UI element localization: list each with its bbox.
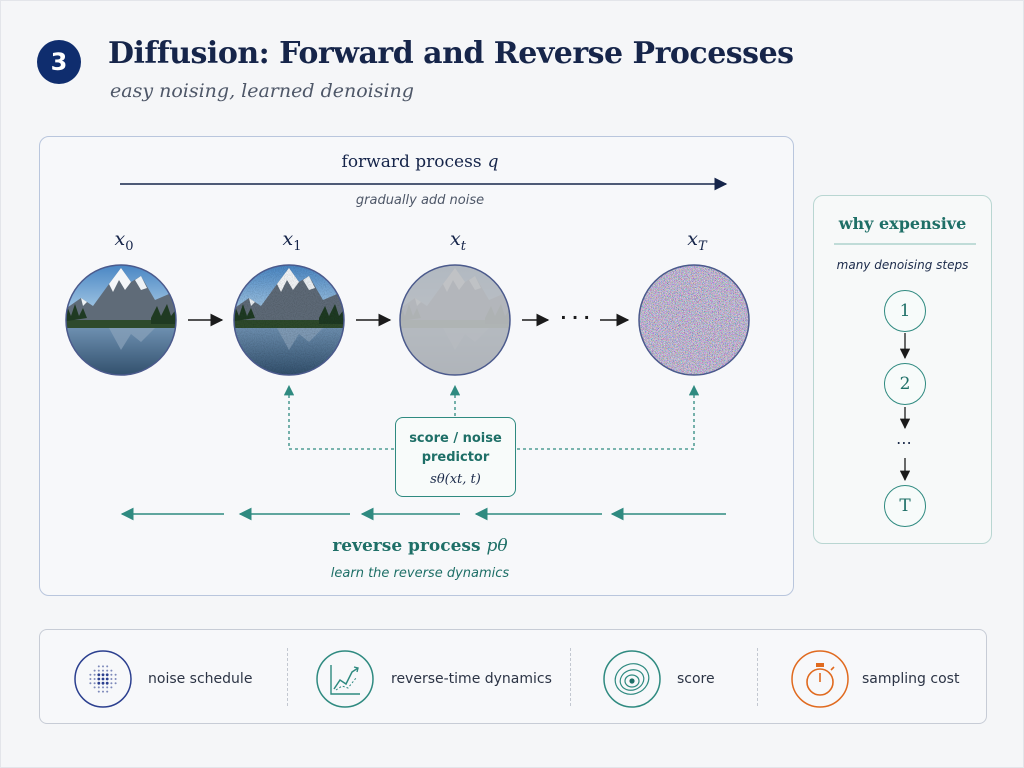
legend-label-reverse-dynamics: reverse-time dynamics (391, 671, 552, 687)
state-label-xt: xt (450, 228, 466, 254)
forward-process-caption: gradually add noise (355, 193, 485, 208)
state-label-xT: xT (687, 228, 707, 254)
step-node-2: 2 (884, 363, 926, 405)
step-node-1: 1 (884, 290, 926, 332)
section-badge: 3 (37, 40, 81, 84)
noise-predictor-box: score / noise predictor sθ(xt, t) (395, 417, 516, 497)
chain-ellipsis: · · · (560, 308, 590, 327)
legend-label-sampling-cost: sampling cost (862, 671, 960, 687)
state-label-x0: x0 (114, 228, 134, 254)
predictor-line2: predictor (421, 450, 490, 465)
reverse-dynamics-icon (316, 650, 374, 708)
state-label-x1: x1 (282, 228, 302, 254)
score-icon (603, 650, 661, 708)
legend-label-score: score (677, 671, 715, 687)
noise-schedule-icon (74, 650, 132, 708)
legend-divider-3 (757, 648, 758, 706)
step-node-T: T (884, 485, 926, 527)
predictor-formula: sθ(xt, t) (430, 472, 481, 487)
image-x0 (66, 265, 176, 375)
image-xt (400, 265, 510, 375)
predictor-link-xT (517, 384, 700, 450)
image-x1 (234, 265, 344, 375)
why-expensive-title: why expensive (838, 214, 967, 233)
predictor-link-x1 (283, 384, 394, 450)
page-title: Diffusion: Forward and Reverse Processes (108, 36, 794, 71)
legend-divider-1 (287, 648, 288, 706)
page-subtitle: easy noising, learned denoising (110, 80, 414, 102)
stopwatch-icon (791, 650, 849, 708)
reverse-process-caption: learn the reverse dynamics (330, 566, 510, 581)
step-ellipsis: ⋯ (896, 433, 914, 452)
legend-label-noise-schedule: noise schedule (148, 671, 253, 687)
legend-divider-2 (570, 648, 571, 706)
predictor-line1: score / noise (409, 431, 502, 446)
image-xT (639, 265, 749, 375)
why-expensive-caption: many denoising steps (836, 258, 969, 272)
